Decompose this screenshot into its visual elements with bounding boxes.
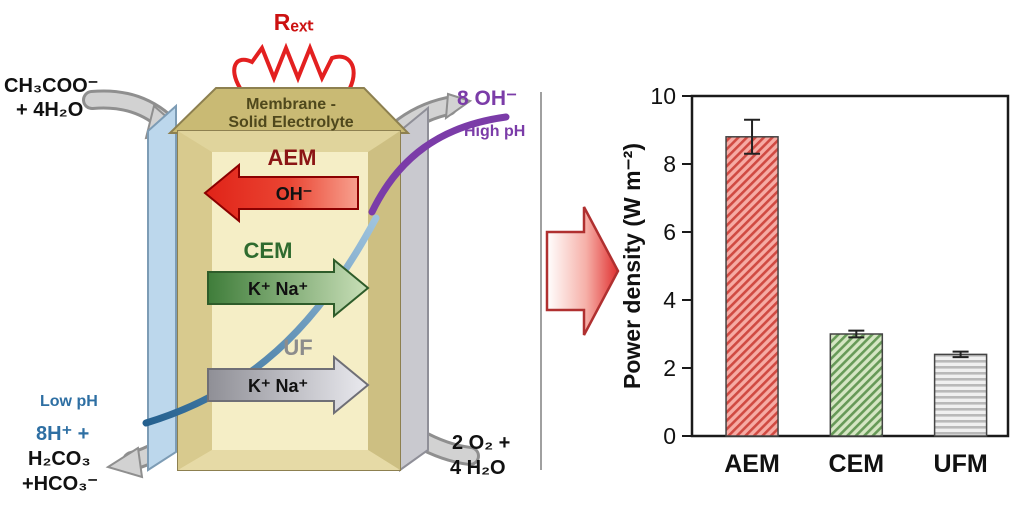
y-tick-label: 6 (663, 219, 676, 245)
inlet-top-left-line2: + 4H₂O (16, 99, 83, 121)
y-tick-label: 10 (650, 83, 676, 109)
outlet-bottom-left-line1: 8H⁺ + (36, 423, 89, 445)
x-tick-label-ufm: UFM (934, 450, 988, 478)
y-tick-label: 0 (663, 423, 676, 449)
bar-ufm (933, 353, 988, 437)
high-ph-label: High pH (464, 123, 525, 140)
inlet-top-left-line1: CH₃COO⁻ (4, 75, 98, 97)
outlet-top-right-label: 8 OH⁻ (457, 87, 517, 110)
x-tick-label-cem: CEM (829, 450, 885, 478)
x-tick-label-aem: AEM (724, 450, 780, 478)
low-ph-label: Low pH (40, 393, 98, 410)
result-arrow-icon (545, 206, 620, 336)
membrane-title-line1: Membrane - (246, 96, 336, 113)
y-axis-label: Power density (W m⁻²) (619, 143, 645, 389)
bar-aem (725, 136, 779, 437)
membrane-title-line2: Solid Electrolyte (228, 114, 353, 131)
cem-ion-label: K⁺ Na⁺ (248, 279, 308, 299)
inlet-bottom-right-line1: 2 O₂ + (452, 432, 510, 454)
resistor-label: Rₑₓₜ (274, 9, 314, 35)
uf-ion-label: K⁺ Na⁺ (248, 376, 308, 396)
low-ph-curve (142, 214, 380, 427)
chamber-wall-top (178, 131, 400, 152)
chamber-wall-right (368, 131, 400, 470)
aem-label: AEM (268, 145, 317, 170)
aem-ion-label: OH⁻ (276, 184, 313, 204)
bar-cem (829, 333, 884, 437)
cem-arrow (207, 257, 370, 319)
cem-label: CEM (244, 238, 293, 263)
aem-arrow (203, 162, 359, 224)
left-electrode-panel (147, 103, 177, 472)
y-tick-label: 4 (663, 287, 676, 313)
y-tick-label: 2 (663, 355, 676, 381)
outlet-bottom-left-line3: +HCO₃⁻ (22, 473, 98, 495)
chamber-wall-left (178, 131, 212, 470)
resistor-icon (232, 42, 356, 90)
inlet-bottom-right-line2: 4 H₂O (450, 457, 506, 479)
y-tick-label: 8 (663, 151, 676, 177)
outlet-bottom-left-line2: H₂CO₃ (28, 448, 91, 470)
uf-label: UF (283, 335, 312, 360)
high-ph-curve (368, 113, 510, 216)
chamber-wall-bottom (178, 450, 400, 470)
uf-arrow (207, 354, 370, 416)
